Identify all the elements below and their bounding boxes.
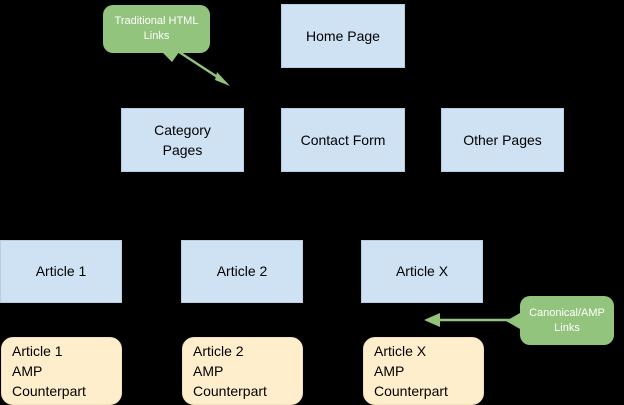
node-label: Article X AMP Counterpart xyxy=(374,342,448,400)
node-label: Article X xyxy=(395,263,449,280)
node-label: Article 1 xyxy=(35,263,87,280)
node-label: Category Pages xyxy=(154,121,211,158)
node-article-1-amp-counterpart[interactable]: Article 1 AMP Counterpart xyxy=(1,337,122,405)
node-article-2[interactable]: Article 2 xyxy=(181,240,303,303)
node-article-x[interactable]: Article X xyxy=(361,240,483,303)
callout-label: Canonical/AMP Links xyxy=(529,306,605,334)
node-label: Home Page xyxy=(306,27,380,44)
node-label: Other Pages xyxy=(463,131,542,148)
arrow-canonical-amp-links xyxy=(424,313,520,327)
node-label: Article 2 AMP Counterpart xyxy=(193,342,267,400)
node-other-pages[interactable]: Other Pages xyxy=(441,108,564,172)
callout-label: Traditional HTML Links xyxy=(114,15,199,42)
node-contact-form[interactable]: Contact Form xyxy=(281,108,405,172)
callout-tail-canonical-amp-links xyxy=(506,313,520,329)
arrow-traditional-html-links xyxy=(175,48,230,86)
node-label: Article 1 AMP Counterpart xyxy=(12,342,86,400)
node-label: Article 2 xyxy=(216,263,268,280)
node-label: Contact Form xyxy=(300,131,386,148)
node-home-page[interactable]: Home Page xyxy=(281,4,405,68)
node-category-pages[interactable]: Category Pages xyxy=(121,108,244,172)
node-article-2-amp-counterpart[interactable]: Article 2 AMP Counterpart xyxy=(182,337,303,405)
callout-traditional-html-links[interactable]: Traditional HTML Links xyxy=(103,5,210,53)
node-article-x-amp-counterpart[interactable]: Article X AMP Counterpart xyxy=(363,337,484,405)
node-article-1[interactable]: Article 1 xyxy=(0,240,122,303)
callout-canonical-amp-links[interactable]: Canonical/AMP Links xyxy=(520,296,614,345)
